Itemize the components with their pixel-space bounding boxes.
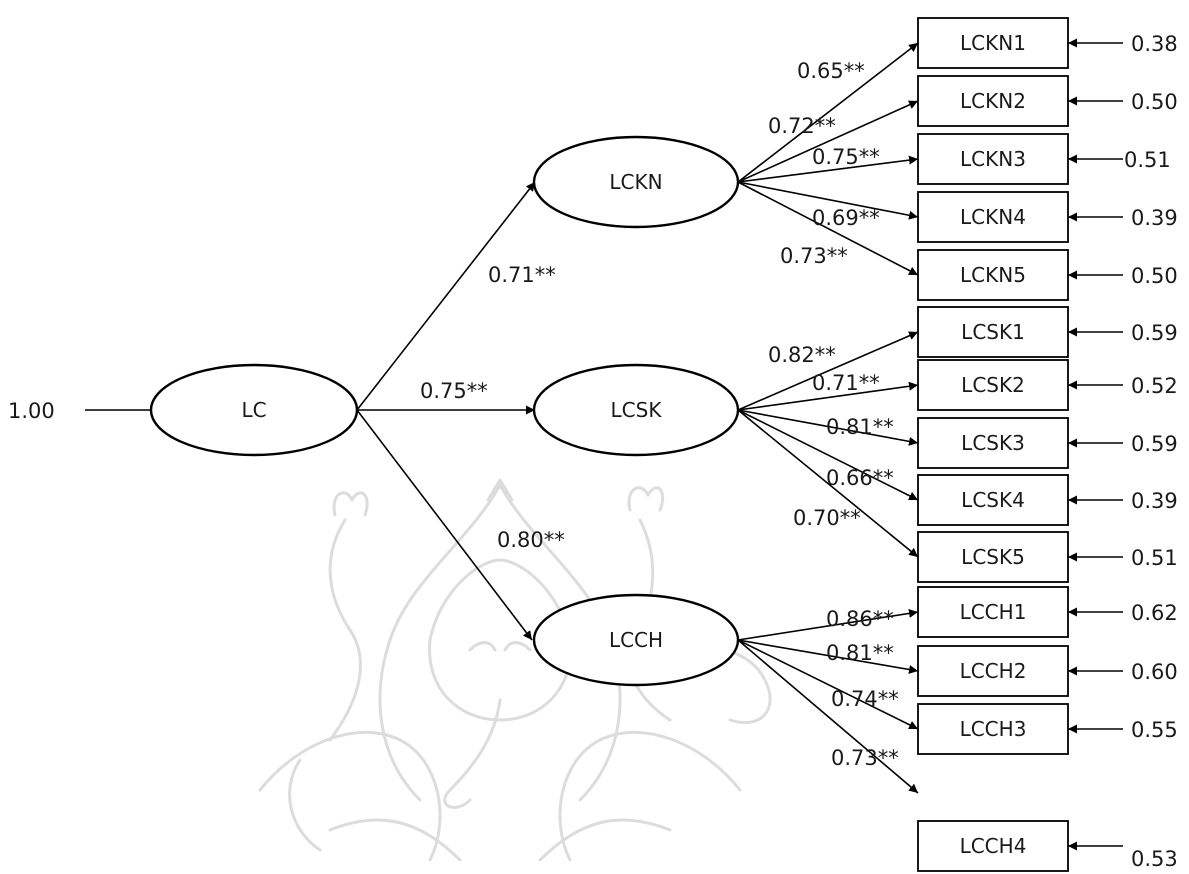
indicator-lcsk4: LCSK4 0.39 xyxy=(918,475,1178,525)
indicator-label-lcsk5: LCSK5 xyxy=(961,545,1025,569)
coef-lcsk: 0.75** xyxy=(420,379,488,403)
error-variance-lckn1: 0.38 xyxy=(1131,32,1178,56)
loading-lcsk5: 0.70** xyxy=(793,506,861,530)
latent-lc: LC xyxy=(151,365,357,455)
coef-lckn: 0.71** xyxy=(488,263,556,287)
loading-lcch2: 0.81** xyxy=(826,641,894,665)
error-variance-lckn3: 0.51 xyxy=(1124,148,1171,172)
indicator-lckn2: LCKN2 0.50 xyxy=(918,76,1178,126)
indicator-lcch3: LCCH3 0.55 xyxy=(918,704,1178,754)
error-variance-lcsk3: 0.59 xyxy=(1131,432,1178,456)
indicator-label-lcch4: LCCH4 xyxy=(960,834,1027,858)
coef-lcch: 0.80** xyxy=(497,528,565,552)
latent-lcch-label: LCCH xyxy=(609,628,663,652)
indicator-label-lcsk1: LCSK1 xyxy=(961,320,1025,344)
path-lc-lcch xyxy=(357,410,532,640)
indicator-label-lckn1: LCKN1 xyxy=(960,31,1026,55)
loading-lckn2: 0.72** xyxy=(768,114,836,138)
error-variance-lcsk5: 0.51 xyxy=(1131,546,1178,570)
indicator-lcsk2: LCSK2 0.52 xyxy=(918,360,1178,410)
loading-lckn4: 0.69** xyxy=(812,206,880,230)
indicator-lckn5: LCKN5 0.50 xyxy=(918,250,1178,300)
error-variance-lcch4: 0.53 xyxy=(1131,847,1178,871)
indicator-label-lcsk2: LCSK2 xyxy=(961,373,1025,397)
indicator-lcsk3: LCSK3 0.59 xyxy=(918,418,1178,468)
latent-lckn-label: LCKN xyxy=(609,170,662,194)
indicator-lckn1: LCKN1 0.38 xyxy=(918,18,1178,68)
indicator-lcch2: LCCH2 0.60 xyxy=(918,646,1178,696)
lc-variance-label: 1.00 xyxy=(8,399,55,423)
error-variance-lcsk1: 0.59 xyxy=(1131,321,1178,345)
loading-lcsk4: 0.66** xyxy=(826,466,894,490)
indicator-lcsk1: LCSK1 0.59 xyxy=(918,307,1178,357)
error-variance-lcsk2: 0.52 xyxy=(1131,374,1178,398)
indicator-label-lcch2: LCCH2 xyxy=(960,659,1027,683)
error-variance-lcch1: 0.62 xyxy=(1131,601,1178,625)
indicator-lcch1: LCCH1 0.62 xyxy=(918,587,1178,637)
indicator-lcch4: LCCH4 0.53 xyxy=(918,821,1178,871)
loading-lcsk3: 0.81** xyxy=(826,415,894,439)
latent-lc-label: LC xyxy=(241,398,266,422)
loading-lcsk1: 0.82** xyxy=(768,343,836,367)
indicator-label-lcsk3: LCSK3 xyxy=(961,431,1025,455)
indicator-label-lckn5: LCKN5 xyxy=(960,263,1026,287)
lcch-loadings: 0.86** 0.81** 0.74** 0.73** xyxy=(738,607,918,793)
indicator-label-lcsk4: LCSK4 xyxy=(961,488,1025,512)
loading-lckn5: 0.73** xyxy=(780,244,848,268)
error-variance-lcch3: 0.55 xyxy=(1131,718,1178,742)
indicator-label-lcch1: LCCH1 xyxy=(960,600,1027,624)
indicator-label-lckn2: LCKN2 xyxy=(960,89,1026,113)
lcsk-loadings: 0.82** 0.71** 0.81** 0.66** 0.70** xyxy=(738,332,918,557)
indicator-label-lckn3: LCKN3 xyxy=(960,147,1026,171)
indicator-label-lcch3: LCCH3 xyxy=(960,717,1027,741)
indicator-lckn3: LCKN3 0.51 xyxy=(918,134,1171,184)
loading-lcsk2: 0.71** xyxy=(812,371,880,395)
indicator-lcsk5: LCSK5 0.51 xyxy=(918,532,1178,582)
latent-lcch: LCCH xyxy=(534,595,738,685)
latent-lckn: LCKN xyxy=(534,137,738,227)
lckn-loadings: 0.65** 0.72** 0.75** 0.69** 0.73** xyxy=(738,43,918,275)
error-variance-lckn4: 0.39 xyxy=(1131,206,1178,230)
loading-lcch1: 0.86** xyxy=(826,607,894,631)
error-variance-lckn5: 0.50 xyxy=(1131,264,1178,288)
indicator-label-lckn4: LCKN4 xyxy=(960,205,1026,229)
path-lc-lckn xyxy=(357,182,535,410)
loading-lcch4: 0.73** xyxy=(831,746,899,770)
latent-lcsk-label: LCSK xyxy=(611,398,663,422)
latent-lcsk: LCSK xyxy=(534,365,738,455)
indicator-lckn4: LCKN4 0.39 xyxy=(918,192,1178,242)
error-variance-lcch2: 0.60 xyxy=(1131,660,1178,684)
loading-lckn3: 0.75** xyxy=(812,145,880,169)
error-variance-lcsk4: 0.39 xyxy=(1131,489,1178,513)
error-variance-lckn2: 0.50 xyxy=(1131,90,1178,114)
loading-lckn1: 0.65** xyxy=(797,59,865,83)
loading-lcch3: 0.74** xyxy=(831,687,899,711)
